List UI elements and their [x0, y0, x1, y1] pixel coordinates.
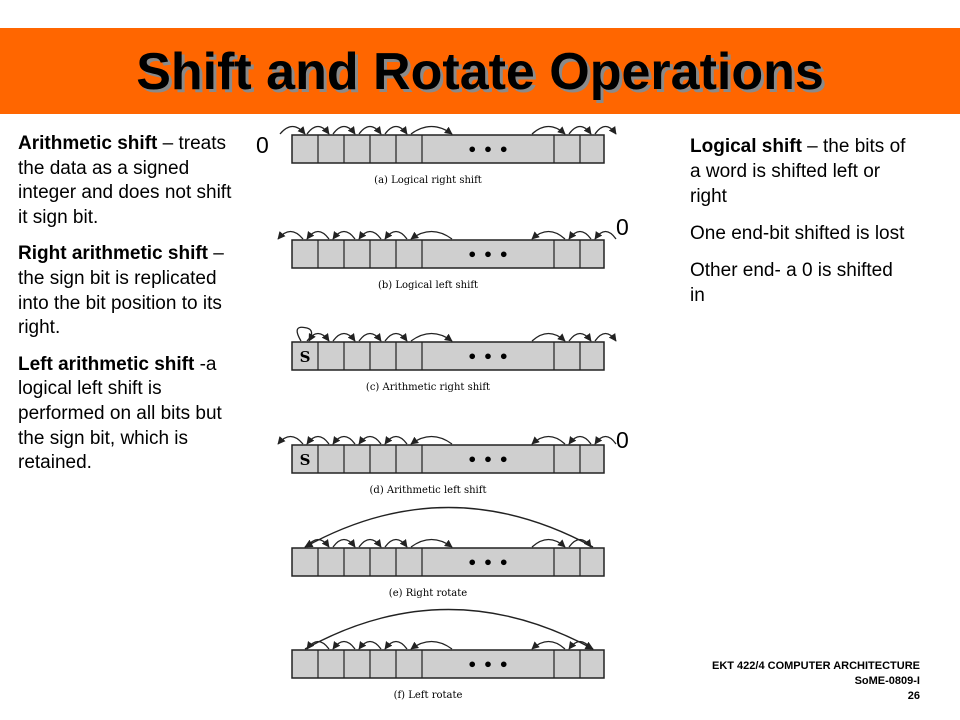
- shift-arrow: [332, 640, 356, 650]
- shift-arrow: [568, 435, 592, 445]
- shift-arrow: [358, 332, 382, 342]
- shift-arrow: [279, 125, 306, 135]
- left-text-column: Arithmetic shift – treats the data as a …: [18, 132, 240, 488]
- shift-arrow: [306, 230, 330, 240]
- shift-arrow: [410, 538, 453, 548]
- shift-arrow: [410, 640, 453, 650]
- shift-arrow: [277, 435, 304, 445]
- shift-arrow: [531, 435, 566, 445]
- rotate-wrap-arrow: [304, 506, 594, 548]
- ellipsis-dots: • • •: [467, 245, 509, 264]
- footer-course: EKT 422/4 COMPUTER ARCHITECTURE: [711, 660, 920, 672]
- shift-arrow: [332, 230, 356, 240]
- register-body: [291, 444, 605, 474]
- shift-arrow: [332, 332, 356, 342]
- shift-arrow: [568, 230, 592, 240]
- sign-bit-label: S: [300, 451, 311, 469]
- shift-arrow: [568, 125, 592, 135]
- shift-arrow: [332, 538, 356, 548]
- register-body: [291, 134, 605, 164]
- arithmetic-shift-paragraph: Arithmetic shift – treats the data as a …: [18, 133, 232, 228]
- shift-arrow: [358, 435, 382, 445]
- title-bar: [0, 28, 960, 114]
- shift-arrow: [384, 538, 408, 548]
- shift-arrow: [531, 230, 566, 240]
- caption-d: (d) Arithmetic left shift: [370, 485, 487, 496]
- shift-arrow: [410, 435, 453, 445]
- zero-shifted-in-paragraph: Other end- a 0 is shifted in: [690, 260, 893, 306]
- zero-in-logical-left: 0: [616, 214, 629, 240]
- shift-arrow: [594, 332, 617, 342]
- right-arithmetic-shift-paragraph: Right arithmetic shift –the sign bit is …: [18, 243, 224, 339]
- shift-arrow: [531, 332, 566, 342]
- zero-in-arithmetic-left: 0: [616, 427, 629, 453]
- shift-arrow: [306, 125, 330, 135]
- ellipsis-dots: • • •: [467, 655, 509, 674]
- register-body: [291, 547, 605, 577]
- sign-replicate-arrow: [296, 326, 316, 342]
- register-b: • • • (b) Logical left shift: [277, 230, 617, 291]
- footer: EKT 422/4 COMPUTER ARCHITECTURE SoME-080…: [712, 659, 920, 704]
- ellipsis-dots: • • •: [467, 553, 509, 572]
- zero-in-logical-right: 0: [256, 132, 269, 158]
- footer-session: SoME-0809-I: [854, 675, 920, 687]
- end-bit-lost-paragraph: One end-bit shifted is lost: [690, 223, 905, 244]
- register-f: • • • (f) Left rotate: [291, 608, 605, 701]
- shift-arrow: [410, 230, 453, 240]
- shift-rotate-diagram: • • • (a) Logical right shift • • • (b) Log…: [277, 125, 617, 701]
- right-text-column: Logical shift – the bits of a word is sh…: [690, 134, 910, 320]
- shift-arrow: [410, 125, 453, 135]
- register-body: [291, 239, 605, 269]
- shift-arrow: [384, 640, 408, 650]
- caption-e: (e) Right rotate: [389, 588, 467, 599]
- shift-arrow: [594, 230, 617, 240]
- caption-f: (f) Left rotate: [394, 690, 463, 701]
- slide-title: Shift and Rotate Operations: [136, 43, 824, 101]
- register-d: • • • S (d) Arithmetic left shift: [277, 435, 617, 496]
- shift-arrow: [332, 435, 356, 445]
- shift-arrow: [531, 125, 566, 135]
- register-body: [291, 649, 605, 679]
- ellipsis-dots: • • •: [467, 347, 509, 366]
- caption-b: (b) Logical left shift: [378, 280, 478, 291]
- shift-arrow: [277, 230, 304, 240]
- left-arithmetic-shift-paragraph: Left arithmetic shift -a logical left sh…: [18, 353, 222, 474]
- shift-arrow: [358, 640, 382, 650]
- shift-arrow: [410, 332, 453, 342]
- footer-page-number: 26: [907, 690, 920, 702]
- shift-arrow: [531, 640, 566, 650]
- shift-arrow: [568, 332, 592, 342]
- register-e: • • • (e) Right rotate: [291, 506, 605, 599]
- shift-arrow: [306, 435, 330, 445]
- ellipsis-dots: • • •: [467, 450, 509, 469]
- shift-arrow: [384, 435, 408, 445]
- rotate-wrap-arrow: [304, 608, 594, 650]
- caption-c: (c) Arithmetic right shift: [366, 382, 490, 393]
- sign-bit-label: S: [300, 348, 311, 366]
- register-body: [291, 341, 605, 371]
- shift-arrow: [358, 538, 382, 548]
- shift-arrow: [332, 125, 356, 135]
- register-a: • • • (a) Logical right shift: [279, 125, 617, 186]
- shift-arrow: [384, 125, 408, 135]
- caption-a: (a) Logical right shift: [374, 175, 482, 186]
- register-c: • • • S (c) Arithmetic right shift: [291, 326, 617, 393]
- shift-arrow: [594, 125, 617, 135]
- shift-arrow: [358, 230, 382, 240]
- shift-arrow: [358, 125, 382, 135]
- shift-arrow: [594, 435, 617, 445]
- shift-arrow: [384, 230, 408, 240]
- logical-shift-paragraph: Logical shift – the bits of a word is sh…: [690, 136, 906, 207]
- ellipsis-dots: • • •: [467, 140, 509, 159]
- shift-arrow: [384, 332, 408, 342]
- shift-arrow: [531, 538, 566, 548]
